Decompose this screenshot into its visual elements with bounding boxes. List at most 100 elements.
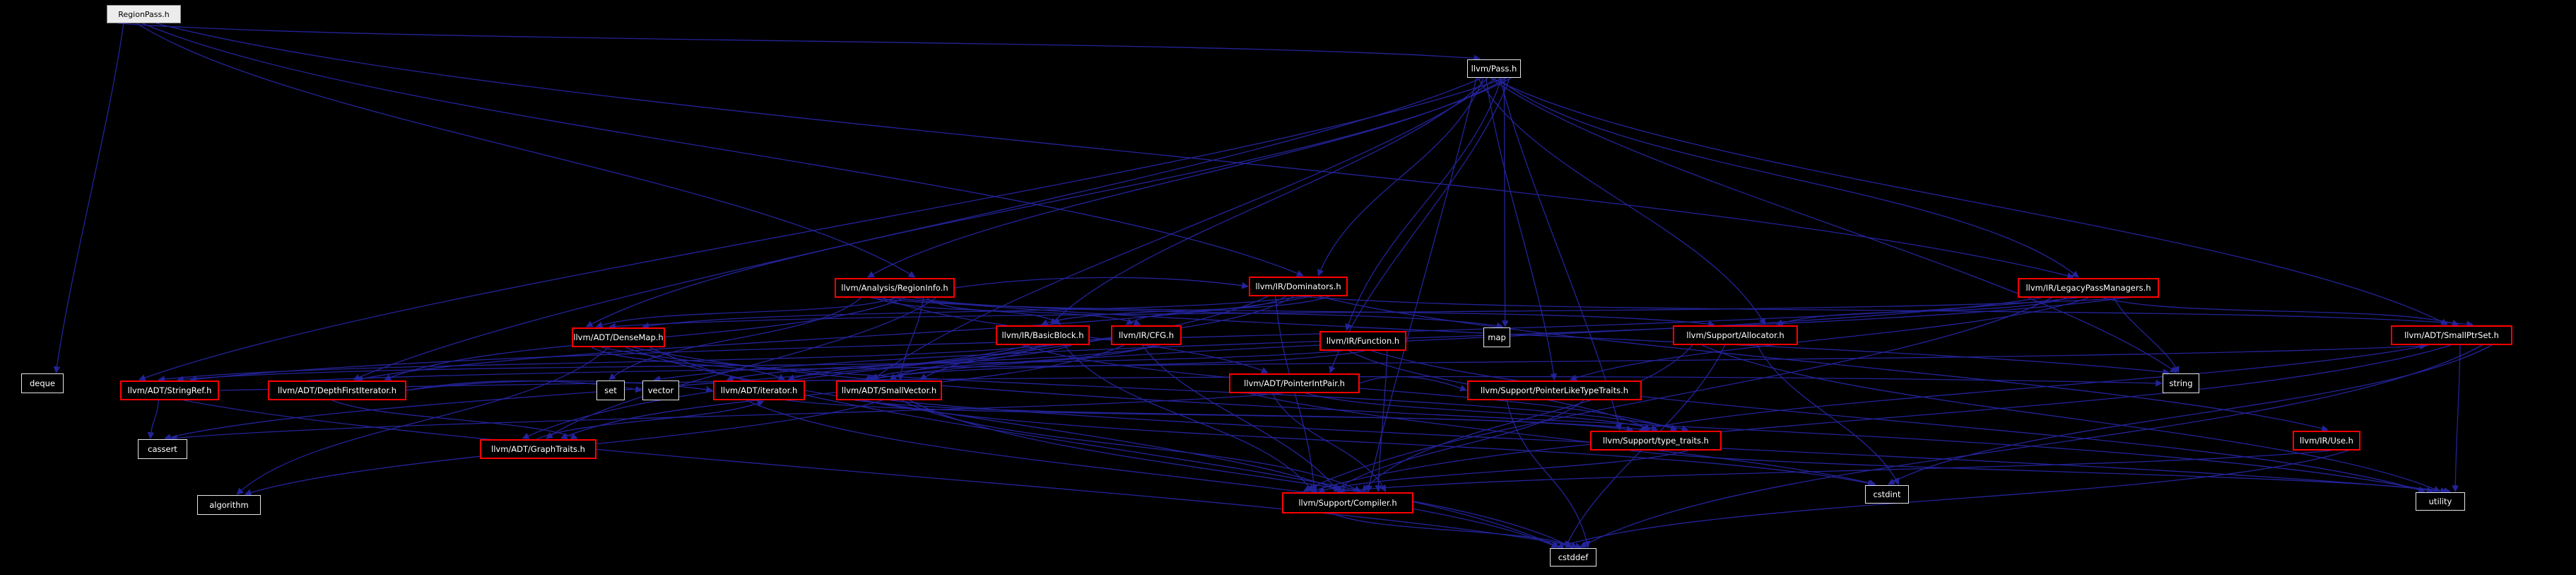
graph-edge [546, 297, 936, 439]
graph-edge [353, 77, 1483, 381]
graph-edge [1570, 297, 2089, 381]
graph-edge [1333, 400, 1584, 492]
graph-edge [1050, 77, 1488, 325]
graph-edge [854, 400, 1634, 433]
graph-edge [331, 400, 578, 440]
graph-node-graphtraits[interactable]: llvm/ADT/GraphTraits.h [480, 439, 596, 459]
graph-edge [1506, 400, 1591, 548]
graph-edge [1756, 344, 1900, 485]
graph-edge [865, 297, 2041, 383]
graph-edge [1497, 77, 2079, 278]
graph-node-utility[interactable]: utility [2416, 492, 2465, 511]
graph-node-cassert[interactable]: cassert [138, 439, 187, 459]
graph-node-algorithm[interactable]: algorithm [197, 495, 261, 515]
graph-node-basicblock[interactable]: llvm/IR/BasicBlock.h [996, 325, 1090, 345]
graph-node-stringref[interactable]: llvm/ADT/StringRef.h [120, 381, 219, 400]
graph-node-use[interactable]: llvm/IR/Use.h [2293, 431, 2360, 451]
graph-edge [608, 297, 2129, 330]
graph-node-pass[interactable]: llvm/Pass.h [1467, 59, 1521, 78]
graph-edge [138, 77, 1506, 381]
graph-edge [1300, 296, 2474, 328]
graph-node-cstddef[interactable]: cstddef [1550, 548, 1596, 567]
graph-edge [1338, 450, 2331, 494]
graph-edge [184, 400, 1582, 550]
graph-node-pointerintpair[interactable]: llvm/ADT/PointerIntPair.h [1229, 373, 1360, 393]
graph-edge [595, 297, 896, 328]
graph-node-iterator[interactable]: llvm/ADT/iterator.h [713, 381, 805, 400]
graph-edge [633, 347, 2434, 494]
graph-edge [1345, 77, 1502, 331]
graph-edge [2102, 297, 2459, 327]
graph-edge [1064, 344, 1314, 492]
graph-edge [1579, 344, 2483, 548]
graph-edge [1365, 77, 1477, 492]
graph-edge [1491, 77, 2448, 325]
graph-edge [147, 400, 159, 439]
graph-edge [1556, 450, 2349, 550]
graph-edge [726, 344, 1161, 382]
graph-edge [1141, 344, 1339, 492]
graph-node-densemap[interactable]: llvm/ADT/DenseMap.h [572, 327, 665, 347]
graph-edge [1275, 296, 1318, 492]
graph-node-smallvector[interactable]: llvm/ADT/SmallVector.h [836, 381, 942, 400]
graph-node-cstdint[interactable]: cstdint [1865, 485, 1909, 504]
graph-edge [1362, 344, 1693, 492]
graph-node-vector[interactable]: vector [642, 381, 679, 400]
graph-edge [1317, 77, 1484, 277]
graph-edge [136, 23, 916, 278]
graph-node-depthfirst[interactable]: llvm/ADT/DepthFirstIterator.h [268, 381, 406, 400]
graph-edge [642, 296, 1304, 330]
graph-edge [176, 350, 1343, 383]
graph-edge [2452, 344, 2461, 492]
graph-edge [863, 400, 1875, 487]
graph-edge [910, 400, 1573, 548]
graph-node-regioninfo[interactable]: llvm/Analysis/RegionInfo.h [835, 278, 955, 298]
graph-edge [1702, 344, 2441, 492]
graph-node-deque[interactable]: deque [21, 373, 64, 393]
graph-edge [117, 23, 1481, 62]
graph-node-compiler[interactable]: llvm/Support/Compiler.h [1282, 492, 1413, 513]
graph-edge [608, 297, 861, 381]
graph-node-cfg[interactable]: llvm/IR/CFG.h [1111, 325, 1182, 345]
graph-node-dominators[interactable]: llvm/IR/Dominators.h [1249, 277, 1348, 296]
graph-edge [142, 23, 1304, 277]
graph-node-string[interactable]: string [2163, 373, 2199, 393]
graph-edge [158, 344, 1048, 383]
graph-edge [2113, 297, 2180, 373]
graph-edge [1248, 393, 1876, 487]
graph-edge [1306, 393, 1659, 432]
graph-node-legacypm[interactable]: llvm/IR/LegacyPassManagers.h [2018, 278, 2159, 298]
graph-node-pltt[interactable]: llvm/Support/PointerLikeTypeTraits.h [1467, 381, 1642, 400]
graph-node-typetraits[interactable]: llvm/Support/type_traits.h [1590, 431, 1722, 451]
graph-edge [53, 23, 124, 373]
graph-edge [872, 77, 1497, 381]
graph-edge [1125, 296, 1286, 325]
graph-edge [1887, 344, 2492, 485]
graph-edge [919, 296, 1294, 381]
graph-edge [898, 297, 924, 381]
graph-edge [170, 393, 1283, 442]
graph-edge [1490, 77, 2177, 373]
graph-node-smallptrset[interactable]: llvm/ADT/SmallPtrSet.h [2391, 325, 2512, 345]
graph-node-root[interactable]: RegionPass.h [107, 5, 181, 23]
graph-edge [355, 296, 1312, 383]
graph-edge [1638, 344, 2429, 433]
graph-edge [236, 347, 609, 495]
graph-edge [1319, 296, 2329, 432]
graph-node-map[interactable]: map [1483, 327, 1510, 347]
graph-node-allocator[interactable]: llvm/Support/Allocator.h [1673, 325, 1798, 345]
graph-edge [870, 297, 1715, 327]
graph-edge [1040, 296, 1330, 326]
graph-node-function[interactable]: llvm/IR/Function.h [1319, 331, 1406, 351]
graph-edge [155, 23, 2074, 279]
graph-edge [536, 400, 765, 440]
graph-edge [218, 376, 2163, 391]
graph-edge [1331, 513, 1578, 549]
graph-edge [307, 342, 2427, 381]
graph-node-set[interactable]: set [596, 381, 625, 400]
graph-edge [1302, 297, 2052, 492]
graph-edge [954, 277, 1249, 289]
graph-edge [1271, 393, 1386, 492]
